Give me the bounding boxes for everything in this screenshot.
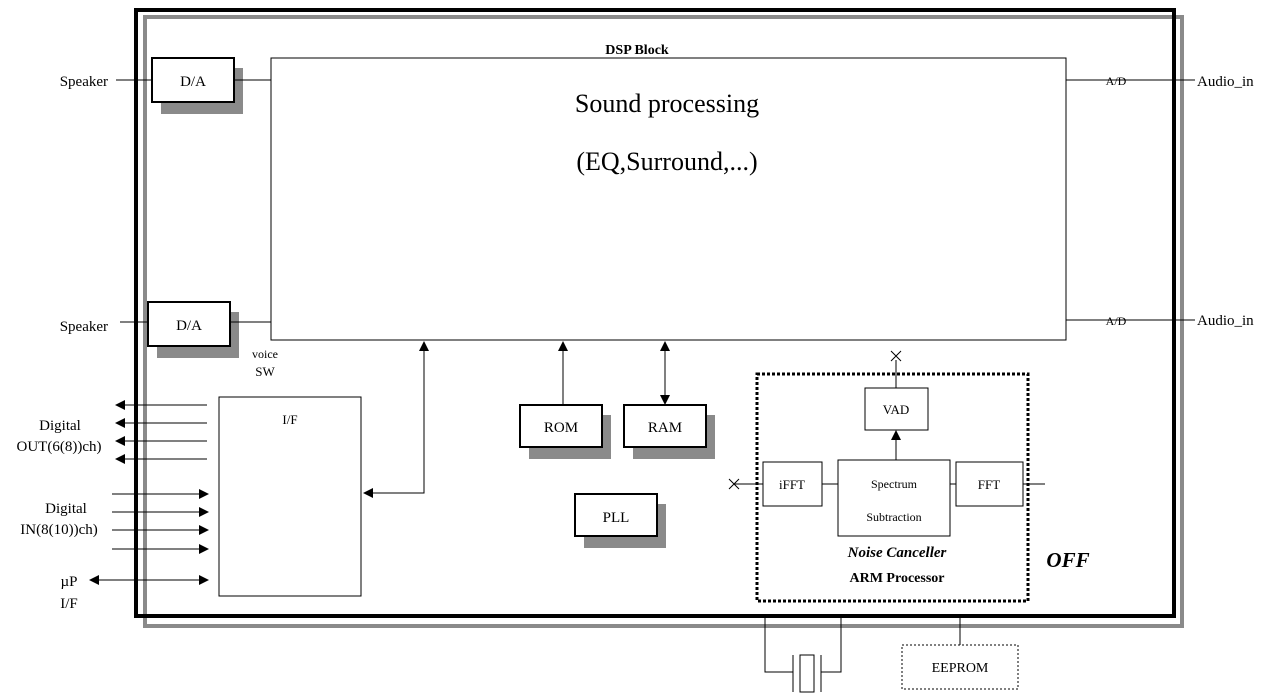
- outer-frame: [134, 8, 1176, 618]
- crystal-lead-right: [821, 614, 842, 673]
- ad-top-label: A/D: [1106, 74, 1127, 88]
- da-converter-top: [151, 57, 235, 103]
- da-bottom-label: D/A: [176, 318, 202, 334]
- da-converter-bottom: [147, 301, 231, 347]
- sw-label: SW: [255, 364, 275, 379]
- sound-processing-label: Sound processing: [575, 89, 759, 118]
- spectrum-subtraction-block: [837, 459, 951, 537]
- subtraction-label: Subtraction: [866, 510, 921, 524]
- da-top-label: D/A: [180, 74, 206, 90]
- speaker-label-bottom: Speaker: [60, 319, 108, 335]
- crystal-body: [799, 654, 815, 693]
- if-block-label: I/F: [282, 412, 297, 427]
- vad-output-cross: [890, 350, 902, 362]
- vad-label: VAD: [883, 402, 910, 417]
- pll-block: [574, 493, 658, 537]
- ad-bottom-label: A/D: [1106, 314, 1127, 328]
- up-if-label: I/F: [60, 596, 78, 612]
- digital-in-label: Digital: [45, 501, 87, 517]
- digital-out-channels: OUT(6(8))ch): [17, 439, 102, 455]
- arm-processor-region: [755, 372, 1030, 603]
- pll-label: PLL: [603, 510, 630, 526]
- digital-in-channels: IN(8(10))ch): [20, 522, 97, 538]
- ram-block: [623, 404, 707, 448]
- fft-label: FFT: [978, 477, 1000, 492]
- eeprom-block: [901, 644, 1019, 690]
- ifft-block: [762, 461, 823, 507]
- audio-in-top-label: Audio_in: [1197, 74, 1254, 90]
- eeprom-label: EEPROM: [932, 661, 989, 676]
- vad-block: [864, 387, 929, 431]
- speaker-label-top: Speaker: [60, 74, 108, 90]
- dsp-block-title: DSP Block: [605, 43, 669, 58]
- ifft-label: iFFT: [779, 477, 805, 492]
- sound-processing-sublabel: (EQ,Surround,...): [576, 147, 757, 176]
- fft-block: [955, 461, 1024, 507]
- audio-in-bottom-label: Audio_in: [1197, 313, 1254, 329]
- if-block: [218, 396, 362, 597]
- crystal-lead-left: [764, 614, 793, 673]
- rom-block: [519, 404, 603, 448]
- sound-processing-box: [270, 57, 1067, 341]
- up-label: µP: [61, 574, 78, 590]
- arm-processor-label: ARM Processor: [850, 571, 945, 586]
- if-dsp-connector: [363, 341, 429, 498]
- noise-canceller-label: Noise Canceller: [847, 545, 947, 561]
- ram-label: RAM: [648, 420, 682, 436]
- voice-label: voice: [252, 347, 278, 361]
- spectrum-label: Spectrum: [871, 477, 918, 491]
- rom-label: ROM: [544, 420, 578, 436]
- digital-out-label: Digital: [39, 418, 81, 434]
- off-label: OFF: [1046, 548, 1089, 572]
